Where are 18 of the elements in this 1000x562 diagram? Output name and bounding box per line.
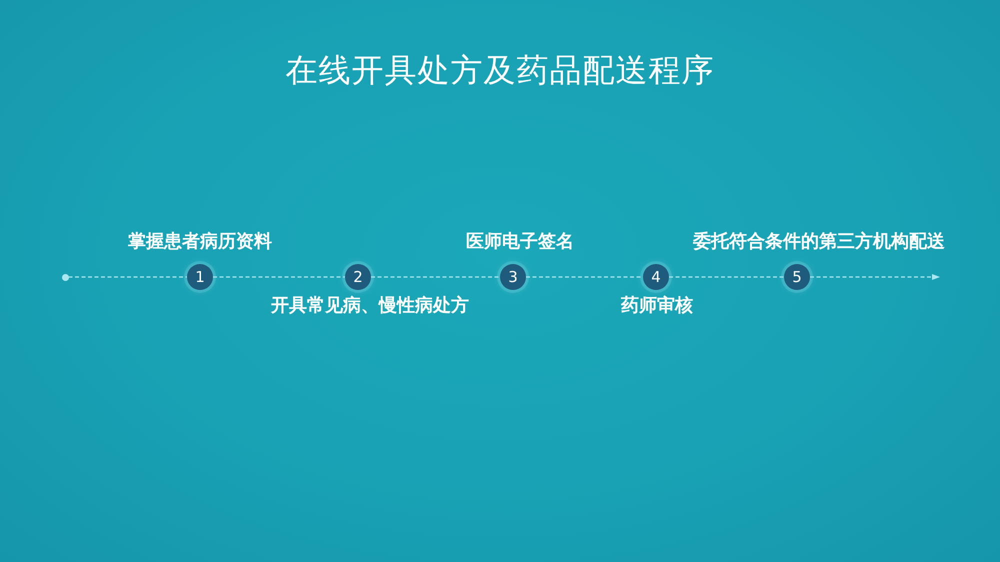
diagram-title: 在线开具处方及药品配送程序 <box>286 50 714 90</box>
step-label: 医师电子签名 <box>466 230 574 254</box>
step-label: 开具常见病、慢性病处方 <box>271 294 469 318</box>
step-label: 委托符合条件的第三方机构配送 <box>693 230 945 254</box>
step-circle: 3 <box>500 264 526 290</box>
step-circle: 5 <box>784 264 810 290</box>
connector-line <box>526 276 643 278</box>
step-circle: 2 <box>345 264 371 290</box>
step-circle: 4 <box>643 264 669 290</box>
step-label: 掌握患者病历资料 <box>128 230 272 254</box>
connector-line <box>68 276 187 278</box>
connector-line <box>213 276 345 278</box>
connector-line <box>371 276 500 278</box>
start-dot <box>62 274 68 280</box>
step-circle: 1 <box>187 264 213 290</box>
arrow <box>810 274 940 280</box>
connector-line <box>669 276 784 278</box>
step-label: 药师审核 <box>621 294 693 318</box>
